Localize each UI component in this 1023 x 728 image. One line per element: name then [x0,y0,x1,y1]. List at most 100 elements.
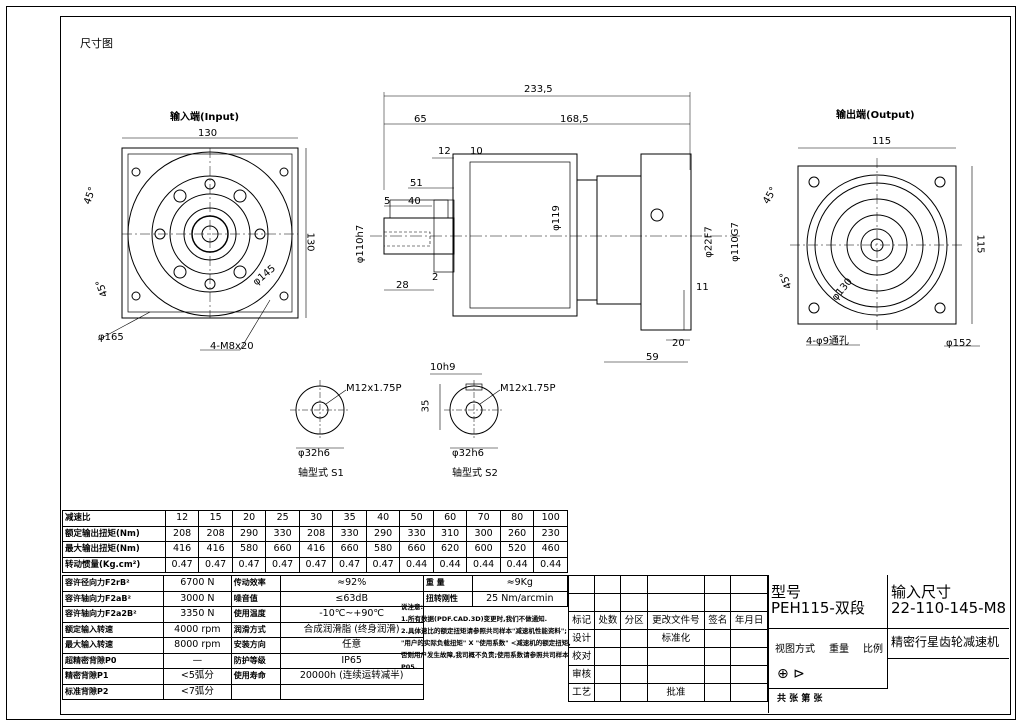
ratio-cell: 30 [298,510,334,527]
param-value: 4000 rpm [163,621,232,638]
spec-row-label: 最大输出扭矩(Nm) [62,541,166,558]
dim-40: 40 [408,196,421,207]
param-label: 润滑方式 [230,621,281,638]
ratio-cell: 35 [332,510,367,527]
dim-28: 28 [396,280,409,291]
spec-cell: 620 [432,541,468,558]
spec-cell: 0.44 [466,556,501,573]
std-label: 标准化 [646,629,706,648]
spec-cell: 260 [499,525,535,542]
product-name: 精密行星齿轮减速机 [891,635,1000,649]
param-value: 3350 N [163,606,232,623]
dim-65: 65 [414,114,427,125]
dim-20: 20 [672,338,685,349]
ratio-cell: 20 [231,510,267,527]
spec-cell: 660 [332,541,367,558]
spec-cell: 208 [164,525,200,542]
spec-cell: 520 [499,541,535,558]
revision-header: 年月日 [730,611,768,630]
ratio-header: 减速比 [62,510,166,527]
dim-input-width: 130 [198,128,218,139]
param-value: 6700 N [163,575,232,592]
spec-cell: 460 [533,541,568,558]
projection-symbol-icon: ⊕ ⊳ [777,666,805,682]
spec-cell: 416 [198,541,233,558]
dim-s2-diameter: φ32h6 [452,448,485,459]
param-label [230,683,281,700]
output-end-view [790,147,980,347]
dim-output-height: 115 [974,234,986,254]
param-label: 容许轴向力F2aB² [62,590,164,607]
spec-cell: 0.47 [198,556,233,573]
spec-cell: 208 [298,525,334,542]
ratio-cell: 15 [198,510,233,527]
spec-cell: 300 [466,525,501,542]
ratio-cell: 40 [365,510,401,527]
param-label: 容许径向力F2rB² [62,575,164,592]
spec-cell: 416 [298,541,334,558]
spec-cell: 660 [265,541,300,558]
shaft-s2-label: 轴型式 S2 [452,468,498,479]
ratio-cell: 25 [265,510,300,527]
revision-table: 标记处数分区更改文件号签名年月日 设计 标准化 校对 审核 工艺 批准 [567,575,768,702]
spec-cell: 0.44 [533,556,568,573]
dim-51: 51 [410,178,423,189]
param-label: 噪音值 [230,590,281,607]
param-value: <7弧分 [163,683,232,700]
revision-header: 处数 [594,611,622,630]
param-value: 8000 rpm [163,637,232,654]
revision-header: 签名 [704,611,732,630]
design-label: 设计 [567,629,596,648]
spec-cell: 330 [332,525,367,542]
ratio-cell: 80 [499,510,535,527]
param-label: 超精密背隙P0 [62,652,164,669]
param-label: 精密背隙P1 [62,668,164,685]
spec-cell: 580 [365,541,401,558]
spec-cell: 330 [265,525,300,542]
side-view [370,92,740,363]
dim-11: 11 [696,282,709,293]
param-label: 防护等级 [230,652,281,669]
param-value: 3000 N [163,590,232,607]
dim-59: 59 [646,352,659,363]
ratio-cell: 12 [164,510,200,527]
notes-block: 说注意: 1.所有数据(PDF.CAD.3D)变更时,我们不做通知. 2.具体速… [397,575,571,713]
dim-input-holes: 4-M8x20 [210,341,254,352]
spec-cell: 660 [399,541,434,558]
dim-168: 168,5 [560,114,589,125]
shaft-s2-view [430,373,504,449]
shaft-s1-label: 轴型式 S1 [298,468,344,479]
dim-10: 10 [470,146,483,157]
dim-22f7: φ22F7 [703,226,715,258]
approve-label: 批准 [646,683,706,702]
check-label: 校对 [567,647,596,666]
spec-cell: 0.47 [265,556,300,573]
dim-input-height: 130 [304,232,316,252]
note-line-2: 2.具体速比的额定扭矩请参照共司样本"减速机性能资料"; [401,627,567,635]
dim-2: 2 [432,272,439,283]
param-label: 额定输入转速 [62,621,164,638]
param-label: 容许轴向力F2a2B² [62,606,164,623]
spec-cell: 0.44 [499,556,535,573]
model-label: 型号 [771,583,802,601]
craft-label: 工艺 [567,683,596,702]
ratio-cell: 70 [466,510,501,527]
review-label: 审核 [567,665,596,684]
spec-cell: 0.47 [231,556,267,573]
spec-cell: 230 [533,525,568,542]
spec-cell: 290 [231,525,267,542]
dim-output-holes: 4-φ9通孔 [806,336,849,347]
spec-cell: 0.47 [365,556,401,573]
note-line-3: "用户的实际负载扭矩" X "使用系数" <减速机的额定扭矩, [401,639,571,647]
input-end-view [97,137,307,351]
spec-cell: 290 [365,525,401,542]
revision-header: 标记 [567,611,596,630]
ratio-cell: 60 [432,510,468,527]
param-label: 最大输入转速 [62,637,164,654]
spec-cell: 0.47 [332,556,367,573]
revision-header: 更改文件号 [646,611,706,630]
title-block: 型号 PEH115-双段 输入尺寸 22-110-145-M8 视图方式 重量 … [768,575,1009,713]
spec-row-label: 转动惯量(Kg.cm²) [62,556,166,573]
notes-heading: 说注意: [401,603,424,611]
